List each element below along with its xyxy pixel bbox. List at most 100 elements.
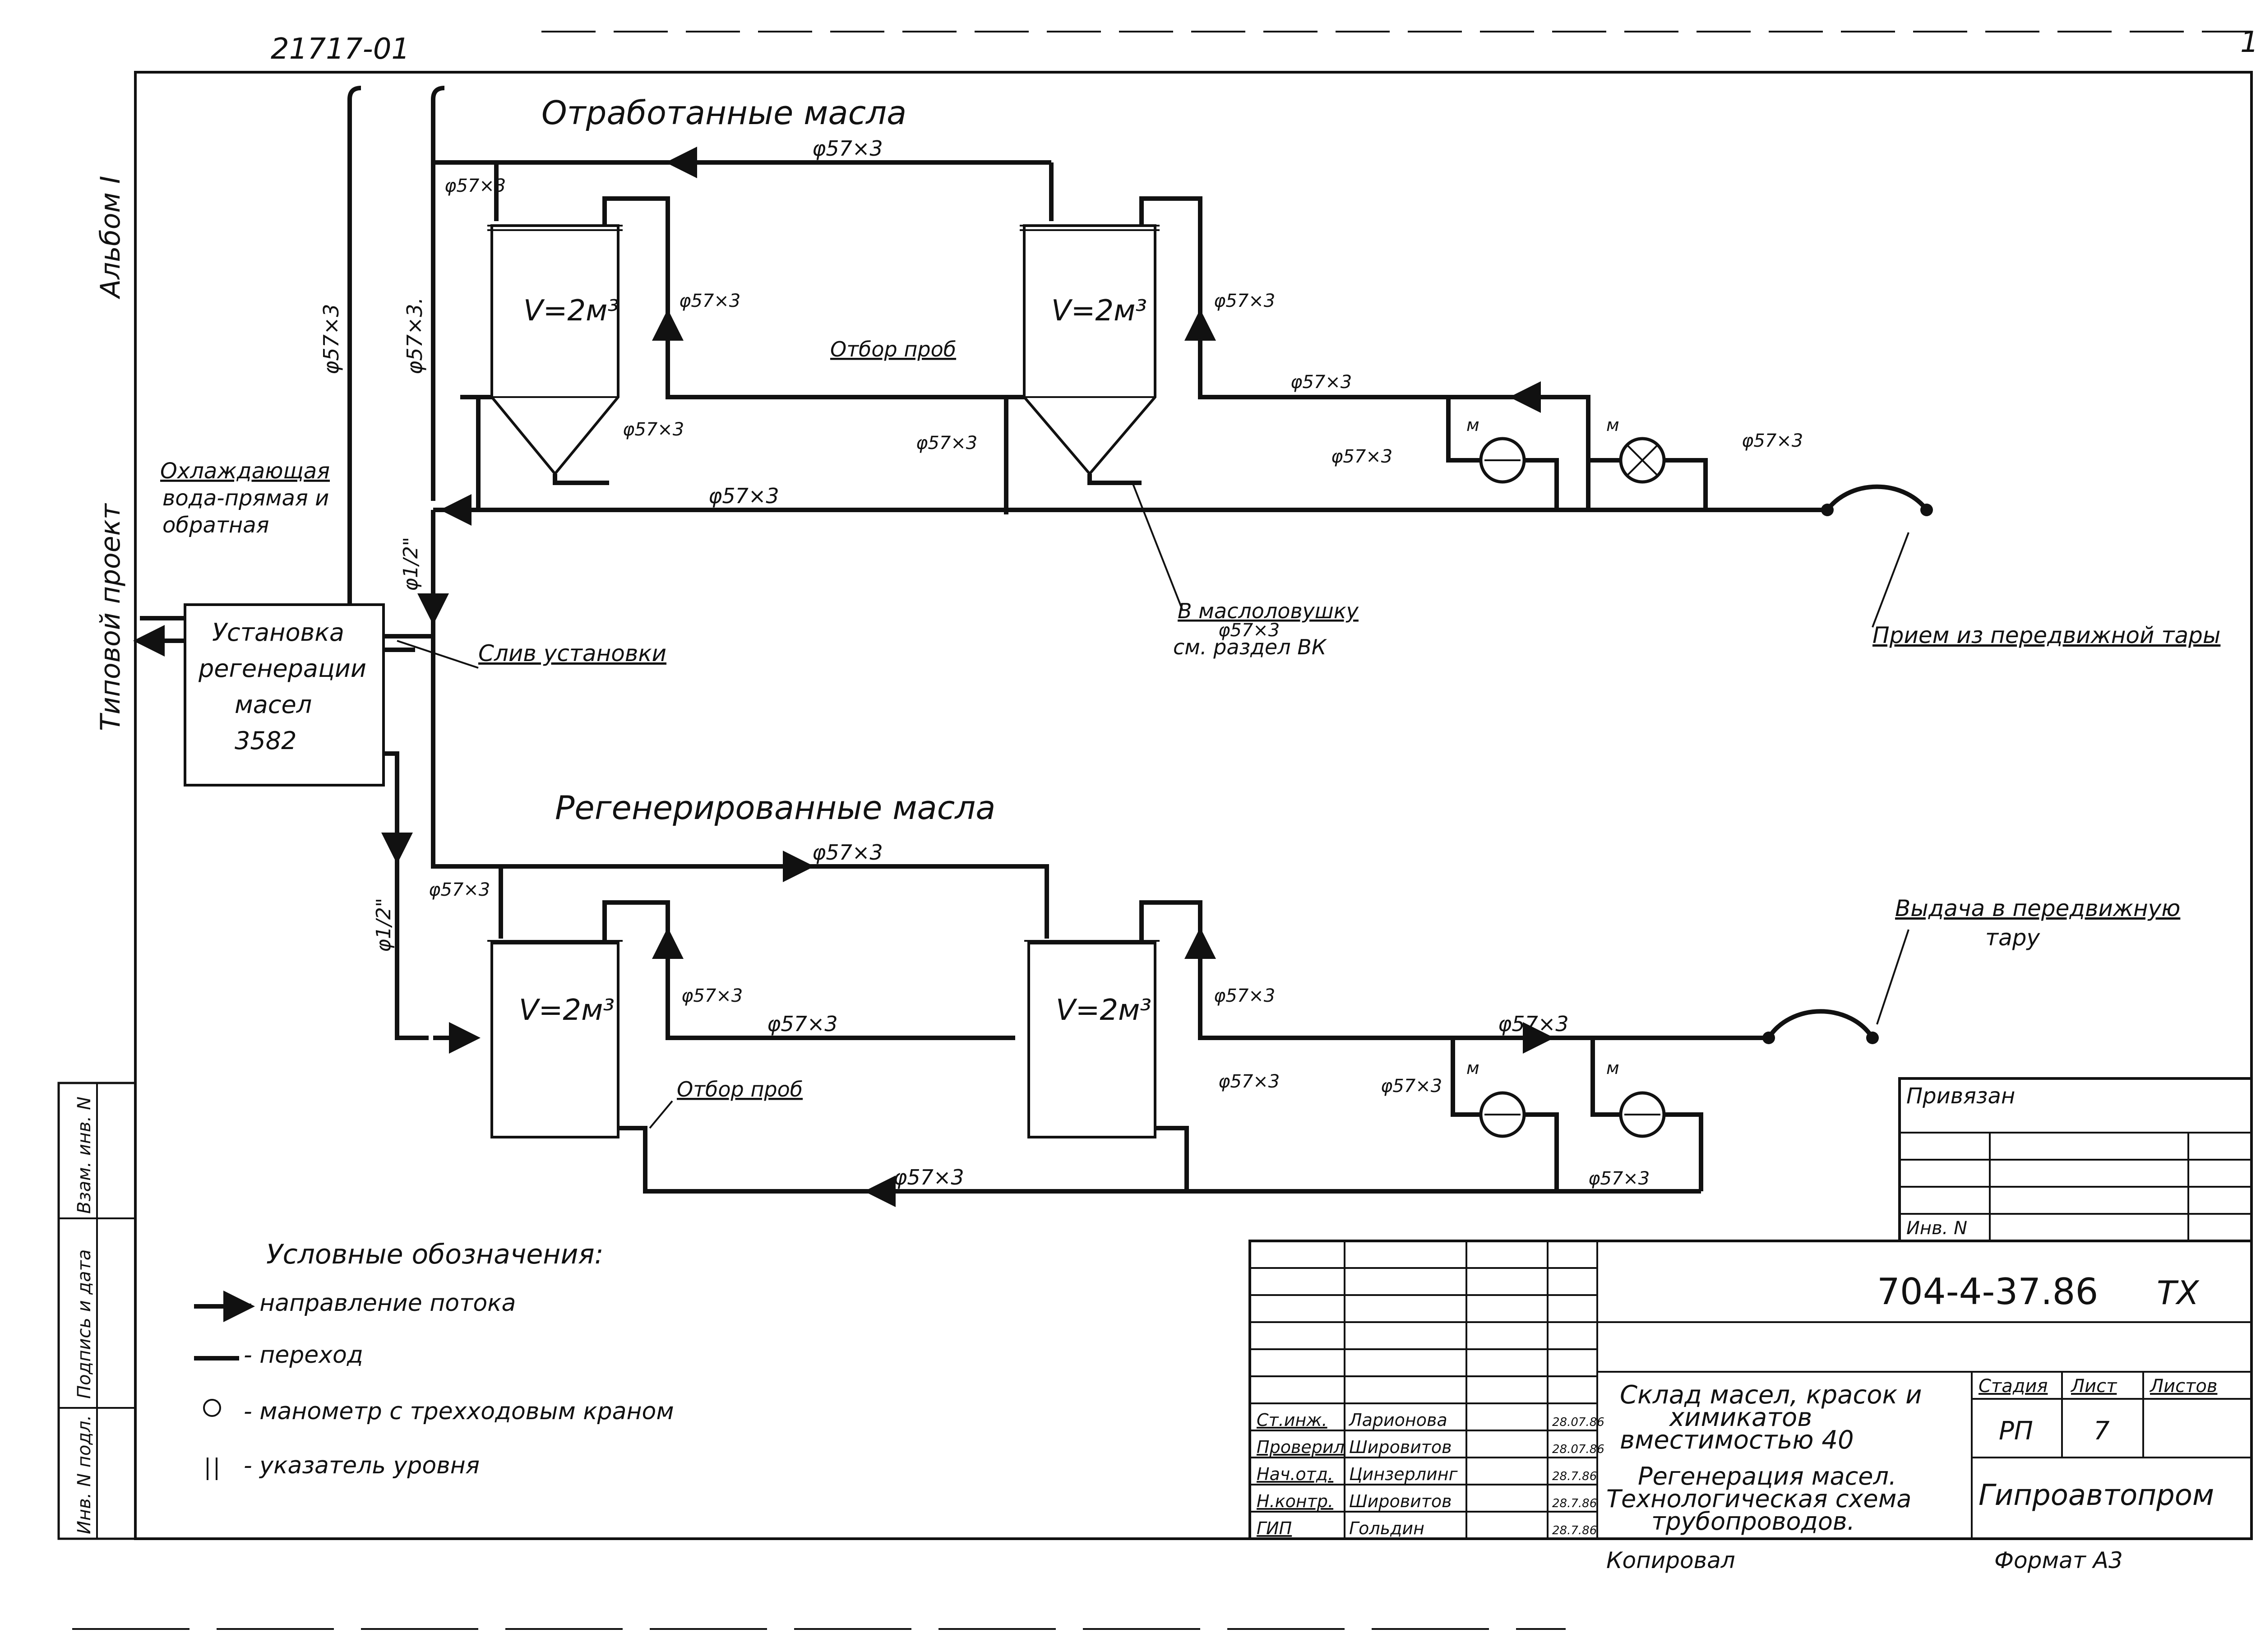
sample-label-upper: Отбор проб bbox=[830, 337, 956, 361]
stamp-signature-date: Подпись и дата bbox=[74, 1249, 95, 1399]
staff-date-2: 28.07.86 bbox=[1552, 1443, 1604, 1456]
pump-4-motor: м bbox=[1606, 1058, 1619, 1078]
sheet-line-1: Регенерация масел. bbox=[1638, 1462, 1896, 1490]
bottom-line-label: φ57×3 bbox=[893, 1165, 964, 1189]
staff-name-5: Гольдин bbox=[1349, 1518, 1424, 1538]
doc-number: 704-4-37.86 bbox=[1877, 1271, 2098, 1313]
staff-role-4: Н.контр. bbox=[1257, 1491, 1333, 1511]
stamp-inv-original: Инв. N подл. bbox=[74, 1415, 95, 1534]
legend-reducer: - переход bbox=[244, 1342, 363, 1369]
sheet-value: 7 bbox=[2094, 1416, 2110, 1446]
tied-inv: Инв. N bbox=[1906, 1218, 1967, 1239]
pump-3-motor: м bbox=[1466, 1058, 1479, 1078]
oil-trap-label: В маслоловушку bbox=[1178, 599, 1359, 623]
regeneration-unit bbox=[184, 603, 385, 787]
col-sheets: Листов bbox=[2149, 1376, 2217, 1397]
pump-suction-label: φ57×3 bbox=[1331, 446, 1392, 467]
pump-2 bbox=[1619, 437, 1666, 484]
t2-drain-label: φ57×3 bbox=[916, 433, 977, 453]
pump-2-motor: м bbox=[1606, 415, 1619, 435]
doc-suffix: ТХ bbox=[2157, 1274, 2200, 1312]
staff-role-3: Нач.отд. bbox=[1257, 1464, 1333, 1484]
t3-inlet-label: φ57×3 bbox=[429, 879, 490, 900]
receive-label: Прием из передвижной тары bbox=[1872, 622, 2220, 648]
legend-flow: - направление потока bbox=[244, 1290, 516, 1317]
tied-block: Привязан Инв. N bbox=[1898, 1077, 2253, 1242]
staff-role-2: Проверил bbox=[1257, 1437, 1345, 1457]
t3-outlet-label: φ57×3 bbox=[681, 986, 743, 1006]
upper-return-label: φ57×3 bbox=[708, 484, 779, 508]
organization: Гипроавтопром bbox=[1979, 1479, 2214, 1512]
staff-name-3: Цинзерлинг bbox=[1349, 1464, 1458, 1484]
lower-header-pipe bbox=[431, 632, 1049, 939]
t1-inlet-label: φ57×3 bbox=[444, 176, 506, 196]
drain-label: Слив установки bbox=[478, 640, 666, 666]
legend-title: Условные обозначения: bbox=[266, 1239, 604, 1270]
t1-drain-label: φ57×3 bbox=[623, 419, 684, 440]
issue-hose bbox=[1766, 1009, 1875, 1039]
left-stamp: Инв. N подл. Подпись и дата Взам. инв. N bbox=[57, 1082, 137, 1540]
legend-gauge: - манометр с трехходовым краном bbox=[244, 1398, 674, 1425]
project-type-label: Типовой проект bbox=[95, 503, 126, 731]
legend: Условные обозначения: - направление пото… bbox=[194, 1239, 674, 1480]
pump-line-label: φ57×3 bbox=[1290, 372, 1352, 393]
t2-outlet-label: φ57×3 bbox=[1214, 291, 1275, 311]
format-label: Формат А3 bbox=[1994, 1547, 2123, 1573]
pump-discharge-label: φ57×3 bbox=[1742, 430, 1803, 451]
sheet-line-2: Технологическая схема bbox=[1606, 1485, 1911, 1513]
legend-gauge-icon bbox=[203, 1399, 221, 1417]
tied-title: Привязан bbox=[1906, 1083, 2015, 1109]
unit-line-2: регенерации bbox=[198, 654, 366, 683]
staff-role-5: ГИП bbox=[1257, 1518, 1292, 1538]
staff-date-4: 28.7.86 bbox=[1552, 1497, 1597, 1510]
sample-label-lower: Отбор проб bbox=[677, 1077, 803, 1101]
t3-t4-link-label: φ57×3 bbox=[767, 1012, 838, 1036]
coolant-label-1: Охлаждающая bbox=[160, 458, 330, 484]
tank-2-volume: V=2м³ bbox=[1051, 294, 1147, 328]
upper-half-inch: φ1/2" bbox=[399, 537, 422, 591]
coolant-label-2: вода-прямая и bbox=[162, 486, 329, 511]
pump-1-motor: м bbox=[1466, 415, 1479, 435]
title-block: 704-4-37.86 ТХ Склад масел, красок и хим… bbox=[1248, 1240, 2253, 1573]
sheet-line-3: трубопроводов. bbox=[1651, 1507, 1855, 1536]
lower-header-label: φ57×3 bbox=[812, 840, 883, 865]
issue-label-2: тару bbox=[1985, 925, 2041, 951]
copied-label: Копировал bbox=[1606, 1547, 1735, 1573]
vent-pipe-1-label: φ57×3 bbox=[319, 304, 343, 375]
lower-half-inch: φ1/2" bbox=[372, 898, 395, 952]
pump-1 bbox=[1479, 437, 1526, 484]
oil-trap-pipe: φ57×3 bbox=[1218, 620, 1280, 641]
unit-line-3: масел bbox=[235, 690, 312, 719]
legend-level: - указатель уровня bbox=[244, 1452, 480, 1479]
staff-name-2: Шировитов bbox=[1349, 1437, 1452, 1457]
t1-outlet-pipe bbox=[602, 196, 979, 399]
tank-1-volume: V=2м³ bbox=[523, 294, 619, 328]
coolant-label-3: обратная bbox=[162, 513, 269, 538]
receive-hose bbox=[1825, 484, 1929, 511]
tank-2: V=2м³ bbox=[1020, 224, 1160, 476]
sheet-code: 21717-01 bbox=[271, 32, 410, 66]
col-stage: Стадия bbox=[1979, 1376, 2048, 1397]
object-line-1: Склад масел, красок и bbox=[1620, 1380, 1922, 1410]
pump-3 bbox=[1479, 1091, 1526, 1138]
object-line-3: вместимостью 40 bbox=[1620, 1425, 1854, 1455]
lower-pump-label: φ57×3 bbox=[1381, 1076, 1442, 1097]
tank-3-volume: V=2м³ bbox=[519, 994, 615, 1027]
staff-date-1: 28.07.86 bbox=[1552, 1416, 1604, 1429]
t4-drain-label: φ57×3 bbox=[1218, 1071, 1280, 1092]
stage-value: РП bbox=[1999, 1416, 2033, 1446]
vent-pipe-2 bbox=[431, 86, 445, 501]
drawing-frame bbox=[134, 71, 2253, 1540]
issue-line-label: φ57×3 bbox=[1498, 1012, 1569, 1036]
pump-4 bbox=[1619, 1091, 1666, 1138]
stamp-replace-inv: Взам. инв. N bbox=[74, 1097, 95, 1214]
tank-4: V=2м³ bbox=[1024, 940, 1160, 1138]
unit-line-4: 3582 bbox=[235, 727, 296, 755]
tank-3: V=2м³ bbox=[487, 940, 623, 1138]
staff-date-3: 28.7.86 bbox=[1552, 1470, 1597, 1483]
vent-pipe-1 bbox=[347, 86, 361, 627]
waste-oils-title: Отработанные масла bbox=[541, 94, 906, 132]
bottom-right-label: φ57×3 bbox=[1588, 1168, 1650, 1189]
staff-role-1: Ст.инж. bbox=[1257, 1410, 1327, 1430]
